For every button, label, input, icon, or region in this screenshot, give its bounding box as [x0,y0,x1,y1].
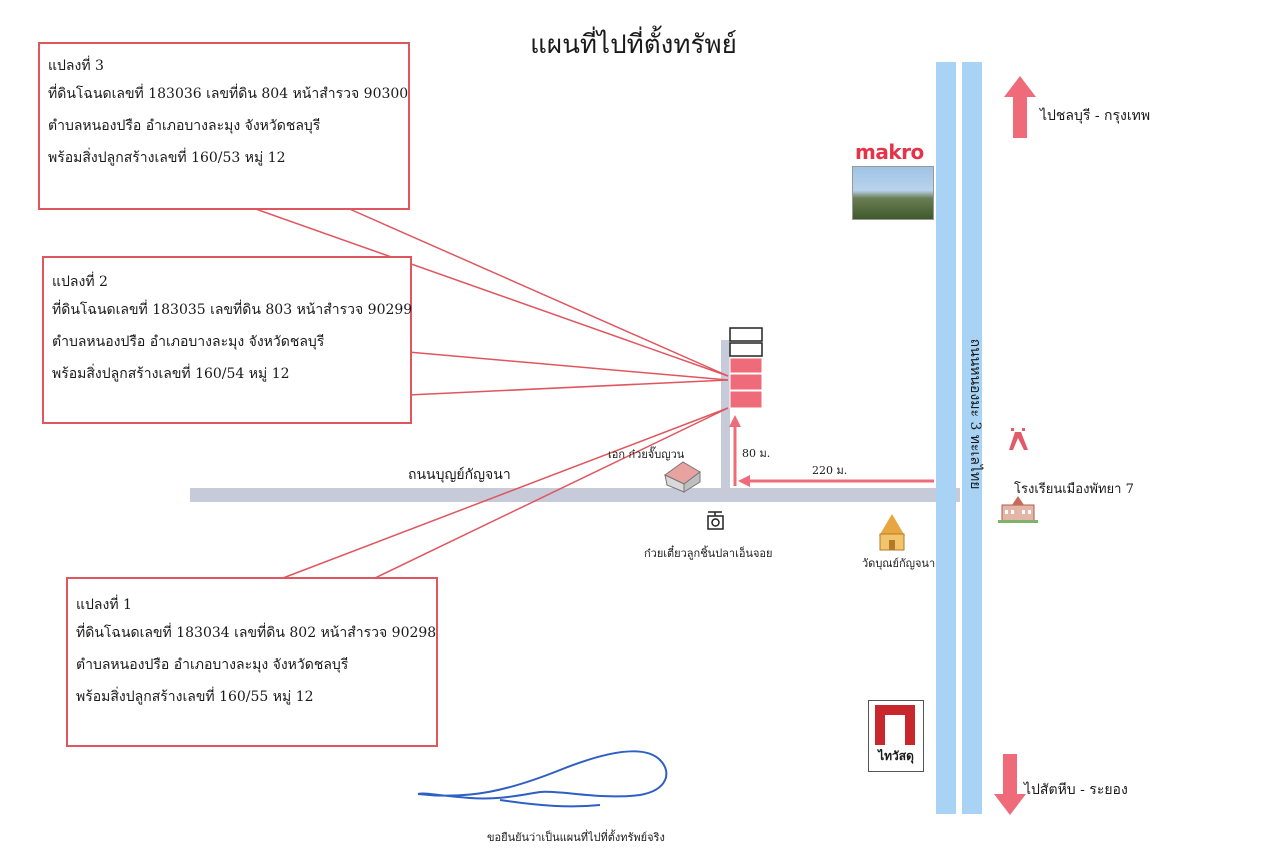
thaiwatsadu-mark-icon [875,705,915,745]
temple-icon [879,514,905,551]
side-road [190,488,960,502]
south-arrow-icon [994,754,1026,815]
north-arrow-icon [1004,76,1036,138]
signature-scribble [417,750,668,808]
temple-label: วัดบุณย์กัญจนา [862,557,936,570]
map-title: แผนที่ไปที่ตั้งทรัพย์ [530,30,737,60]
thaiwatsadu-label: ไทวัสดุ [878,749,914,763]
plot-unit-a [729,357,763,374]
plot-line: ที่ดินโฉนดเลขที่ 183034 เลขที่ดิน 802 หน… [76,625,437,641]
plot-heading: แปลงที่ 1 [76,597,132,613]
plot-box-1: แปลงที่ 1 ที่ดินโฉนดเลขที่ 183034 เลขที่… [66,577,438,747]
school-label: โรงเรียนเมืองพัทยา 7 [1014,482,1134,497]
side-road-label: ถนนบุญย์กัญจนา [408,467,511,483]
south-direction-label: ไปสัตหีบ - ระยอง [1024,782,1128,798]
plot-building-2 [729,342,763,357]
access-lane [721,340,730,490]
plot-heading: แปลงที่ 3 [48,58,104,74]
noodle-shop-b-label: ก๋วยเตี๋ยวลูกชิ้นปลาเอ็นจอย [644,547,773,560]
arrowhead-up [729,415,741,427]
plot-line: ตำบลหนองปรือ อำเภอบางละมุง จังหวัดชลบุรี [48,118,321,134]
thaiwatsadu-logo: ไทวัสดุ [868,700,924,772]
school-icon [998,496,1038,523]
hotel-logo-icon [1009,428,1028,450]
main-road-lane-left [936,62,956,814]
house-icon [664,461,701,493]
plot-line: ที่ดินโฉนดเลขที่ 183035 เลขที่ดิน 803 หน… [52,302,413,318]
main-road-lane-right [962,62,982,814]
pointer-plot3-a [249,206,729,377]
arrowhead-left [738,475,750,487]
pointer-plot1-a [282,407,729,579]
plot-building-3 [729,327,763,342]
pointer-plot2-a [407,351,729,381]
plot-heading: แปลงที่ 2 [52,274,108,290]
distance-vertical-label: 80 ม. [742,447,771,460]
pointer-plot2-b [407,379,729,396]
plot-box-2: แปลงที่ 2 ที่ดินโฉนดเลขที่ 183035 เลขที่… [42,256,412,424]
pointer-plot1-b [374,407,729,579]
plot-box-3: แปลงที่ 3 ที่ดินโฉนดเลขที่ 183036 เลขที่… [38,42,410,210]
makro-photo [852,166,934,220]
plot-line: พร้อมสิ่งปลูกสร้างเลขที่ 160/53 หมู่ 12 [48,150,286,166]
plot-line: ที่ดินโฉนดเลขที่ 183036 เลขที่ดิน 804 หน… [48,86,409,102]
main-road-label: ถนนหนองมะ 3 ทะเลไทย [967,338,983,490]
plot-line: พร้อมสิ่งปลูกสร้างเลขที่ 160/55 หมู่ 12 [76,689,314,705]
noodle-shop-a-label: เอก ก๋วยจั๊บญวน [608,448,685,461]
north-direction-label: ไปชลบุรี - กรุงเทพ [1040,108,1151,124]
plot-line: พร้อมสิ่งปลูกสร้างเลขที่ 160/54 หมู่ 12 [52,366,290,382]
plot-line: ตำบลหนองปรือ อำเภอบางละมุง จังหวัดชลบุรี [52,334,325,350]
pointer-plot3-b [344,206,729,377]
restaurant-sign-icon [707,511,724,530]
makro-logo: makro [855,140,924,164]
plot-unit-c [729,390,763,409]
distance-horizontal-label: 220 ม. [812,464,848,477]
plot-unit-b [729,373,763,391]
plot-line: ตำบลหนองปรือ อำเภอบางละมุง จังหวัดชลบุรี [76,657,349,673]
footer-note: ขอยืนยันว่าเป็นแผนที่ไปที่ตั้งทรัพย์จริง [487,831,665,844]
